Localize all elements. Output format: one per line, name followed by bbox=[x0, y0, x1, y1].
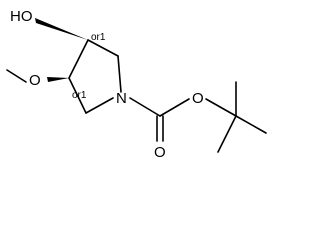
bond-carbonyl-c-ether-o bbox=[159, 98, 190, 117]
bond-ether-o-quaternary-c bbox=[205, 98, 237, 117]
bond-c2-n1 bbox=[117, 55, 122, 93]
bond-c4-c3 bbox=[68, 39, 89, 79]
carbamate-ether-oxygen-label: O bbox=[192, 90, 204, 107]
bond-ome-methyl bbox=[6, 69, 27, 83]
bond-c3-c2 bbox=[87, 39, 119, 57]
bond-tbu-methyl-right bbox=[235, 115, 267, 134]
structure-canvas: HO O N O O or1 or1 bbox=[6, 8, 267, 161]
bond-n1-c5 bbox=[85, 97, 114, 114]
wedge-bond-c4-ome bbox=[47, 77, 69, 82]
ring-nitrogen-label: N bbox=[116, 90, 127, 107]
molecule-diagram: HO O N O O or1 or1 bbox=[6, 8, 267, 161]
methoxy-oxygen-label: O bbox=[29, 72, 41, 89]
carbonyl-oxygen-label: O bbox=[154, 144, 166, 161]
bond-n1-carbonyl-c bbox=[129, 97, 161, 117]
wedge-bond-c3-oh bbox=[35, 18, 88, 40]
stereo-tag-c4: or1 bbox=[72, 90, 87, 101]
bond-tbu-methyl-down bbox=[217, 115, 237, 153]
hydroxyl-label: HO bbox=[10, 8, 33, 25]
stereo-tag-c3: or1 bbox=[91, 32, 106, 43]
bond-c5-c4 bbox=[68, 77, 87, 114]
